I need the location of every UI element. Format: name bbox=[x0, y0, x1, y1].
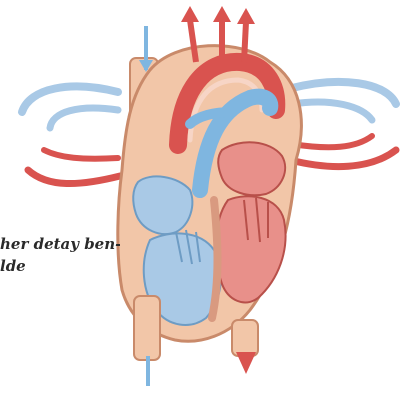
pulmonary-vessel-right-mid bbox=[292, 102, 372, 120]
descending-aorta bbox=[232, 320, 258, 356]
pulmonary-vessel-right-lowest bbox=[290, 150, 396, 167]
pulmonary-vessel-left-lower bbox=[44, 150, 118, 159]
aortic-arrow-right bbox=[237, 8, 255, 24]
right-atrium bbox=[133, 176, 192, 234]
left-ventricle bbox=[216, 196, 286, 302]
aortic-arrow-left bbox=[181, 6, 199, 22]
aortic-arrow-mid bbox=[213, 6, 231, 22]
caption-line-1: her detay ben- bbox=[0, 235, 120, 253]
caption-line-2: lde bbox=[0, 257, 120, 275]
pulmonary-vessel-right-lower bbox=[292, 136, 372, 147]
aortic-branch-right bbox=[244, 22, 246, 62]
inferior-vena-cava bbox=[134, 296, 160, 360]
pulmonary-vessel-left-lowest bbox=[28, 170, 120, 184]
descending-aorta-arrow bbox=[236, 352, 256, 374]
pulmonary-vessel-left-mid bbox=[50, 108, 118, 128]
left-atrium bbox=[218, 142, 285, 195]
